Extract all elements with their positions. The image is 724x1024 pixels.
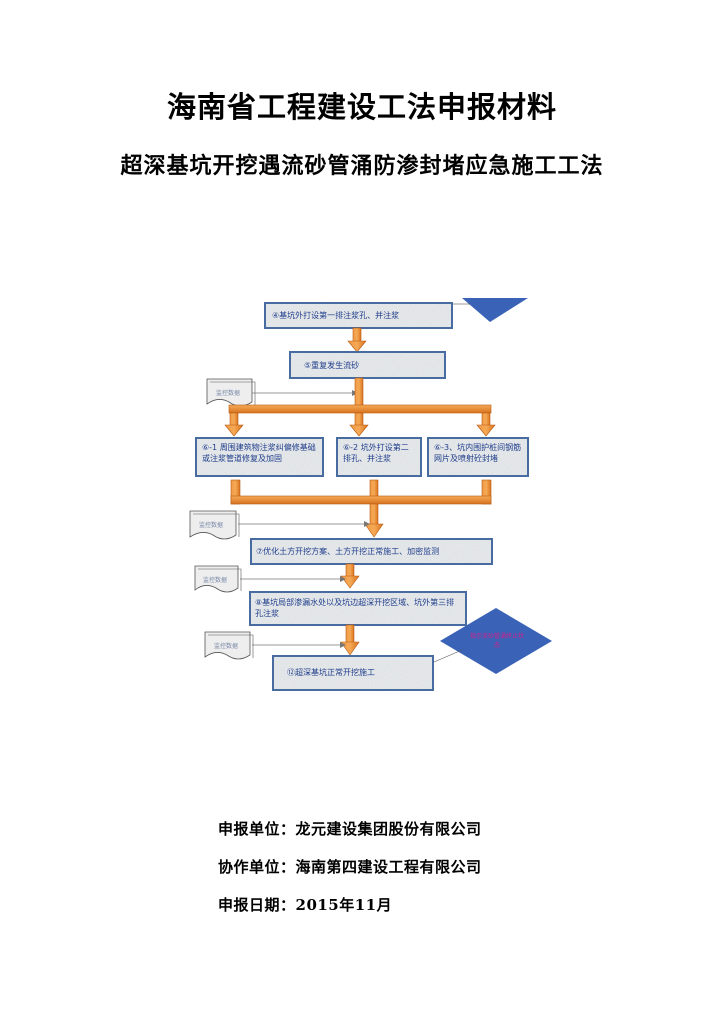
doc-shape-1 xyxy=(206,378,256,407)
doc-label-3: 监控数据 xyxy=(203,577,228,584)
step-6-1-label: ⑥-1 周围建筑物注浆纠偏修基础或注浆管道修复及加固 xyxy=(202,443,316,463)
page-subtitle: 超深基坑开挖遇流砂管涌防渗封堵应急施工工法 xyxy=(120,153,604,179)
step-box-8 xyxy=(249,591,467,626)
doc-label-1: 监控数据 xyxy=(216,390,241,397)
page-title: 海南省工程建设工法申报材料 xyxy=(166,90,557,124)
doc-shape-2 xyxy=(189,510,240,540)
arrow-8-12 xyxy=(340,624,360,656)
doc-label-2: 监控数据 xyxy=(199,522,224,529)
merge-bar-2 xyxy=(230,479,492,538)
step-box-6-3 xyxy=(427,437,529,477)
arrow-4-5 xyxy=(347,327,367,353)
arrow-7-8 xyxy=(340,563,360,589)
doc-shape-3 xyxy=(194,565,242,593)
diamond-top xyxy=(462,298,528,322)
doc-shape-4 xyxy=(204,631,254,660)
step-box-5 xyxy=(289,351,446,379)
step-4-label: ④基坑外打设第一排注浆孔、并注浆 xyxy=(272,311,400,320)
step-7-label: ⑦优化土方开挖方案、土方开挖正常施工、加密监测 xyxy=(256,547,440,556)
step-box-6-2 xyxy=(336,437,422,477)
step-6-3-label: ⑥-3、坑内围护桩间钢筋网片及喷射砼封堵 xyxy=(434,443,522,463)
declaring-unit: 申报单位：龙元建设集团股份有限公司 xyxy=(218,820,482,838)
step-box-6-1 xyxy=(195,437,324,477)
step-12-label: ⑫超深基坑正常开挖施工 xyxy=(287,668,375,677)
step-box-4 xyxy=(264,302,453,329)
step-8-label: ⑧基坑局部渗漏水处以及坑边超深开挖区域、坑外第三排孔注浆 xyxy=(255,598,455,618)
step-6-2-label: ⑥-2 坑外打设第二排孔、并注浆 xyxy=(343,443,409,463)
step-box-12 xyxy=(272,655,434,691)
doc-label-4: 监控数据 xyxy=(214,643,239,650)
cooperating-unit: 协作单位：海南第四建设工程有限公司 xyxy=(218,858,482,876)
diamond-connector xyxy=(433,649,463,663)
decision-diamond xyxy=(440,608,552,674)
step-box-7 xyxy=(250,538,493,565)
step-5-label: ⑤重复发生流砂 xyxy=(304,361,360,370)
diamond-label: 指示流砂管涌终止状态 xyxy=(470,633,525,649)
declaration-date: 申报日期：2015年11月 xyxy=(218,896,393,914)
distribution-bar-1 xyxy=(224,377,496,437)
